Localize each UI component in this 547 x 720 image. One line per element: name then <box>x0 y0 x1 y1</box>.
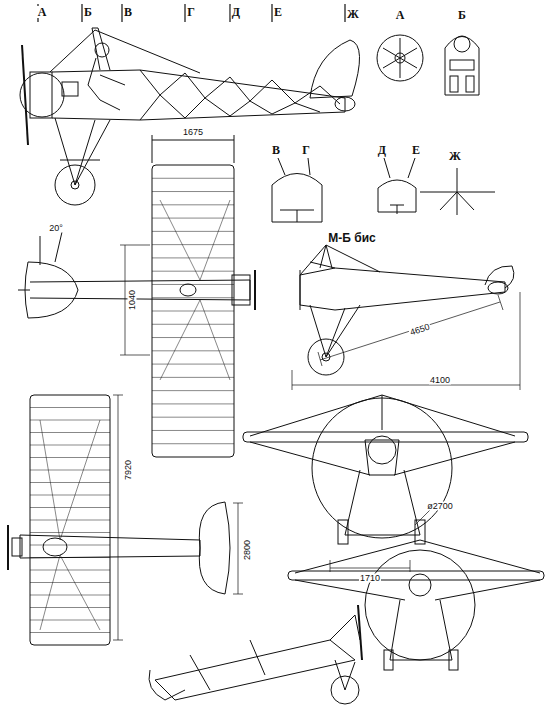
section-letter: Д <box>377 144 387 156</box>
station-letter: Г <box>186 6 196 18</box>
section-letter: Ж <box>448 150 462 162</box>
wing-rib <box>30 532 110 533</box>
wing-rib <box>30 482 110 483</box>
wing-rib <box>30 595 110 596</box>
wing-rib <box>152 231 234 232</box>
station-letter: Е <box>273 6 283 18</box>
wing-rib <box>30 495 110 496</box>
wing-rib <box>30 457 110 458</box>
dimension: 1675 <box>182 128 204 137</box>
wing-rib <box>30 620 110 621</box>
dimension: 2800 <box>243 539 252 561</box>
station-letter: Д <box>231 6 241 18</box>
station-letter: Б <box>83 6 93 18</box>
wing-rib <box>152 204 234 205</box>
wing-rib <box>30 420 110 421</box>
wing-rib <box>30 557 110 558</box>
wing-rib <box>152 377 234 378</box>
wing-rib <box>30 470 110 471</box>
station-letter: А <box>37 6 48 18</box>
section-letter: Б <box>457 9 467 21</box>
wing-rib <box>152 364 234 365</box>
section-letter: Е <box>411 144 421 156</box>
dimension: ø2700 <box>426 502 454 511</box>
station-letter: Ж <box>346 8 360 20</box>
wing-rib <box>30 607 110 608</box>
section-letter: Г <box>301 144 311 156</box>
wing-rib <box>152 417 234 418</box>
wing-rib <box>30 570 110 571</box>
wing-rib <box>152 284 234 285</box>
dimension: 4650 <box>408 322 432 337</box>
wing-rib <box>152 191 234 192</box>
section-letter: В <box>271 144 281 156</box>
wing-rib <box>30 407 110 408</box>
wing-rib <box>152 350 234 351</box>
model-title: М-Б бис <box>327 232 376 244</box>
wing-rib <box>152 271 234 272</box>
wing-rib <box>152 337 234 338</box>
wing-rib <box>30 632 110 633</box>
wing-rib <box>30 520 110 521</box>
wing-rib <box>152 257 234 258</box>
dimension: 1710 <box>359 574 381 583</box>
station-letter: В <box>123 6 133 18</box>
wing-rib <box>152 390 234 391</box>
wing-rib <box>152 443 234 444</box>
dimension: 1040 <box>128 289 137 311</box>
wing-rib <box>152 178 234 179</box>
wing-rib <box>152 311 234 312</box>
wing-rib <box>30 432 110 433</box>
wing-rib <box>152 297 234 298</box>
wing-rib <box>30 507 110 508</box>
wing-rib <box>30 445 110 446</box>
wing-rib <box>30 582 110 583</box>
dimension: 4100 <box>429 376 451 385</box>
wing-rib <box>152 430 234 431</box>
dimension: 20° <box>48 224 64 233</box>
dimension: 7920 <box>124 459 133 481</box>
wing-rib <box>152 244 234 245</box>
wing-rib <box>152 403 234 404</box>
wing-rib <box>30 545 110 546</box>
section-letter: А <box>395 9 406 21</box>
wing-rib <box>152 324 234 325</box>
wing-rib <box>152 218 234 219</box>
